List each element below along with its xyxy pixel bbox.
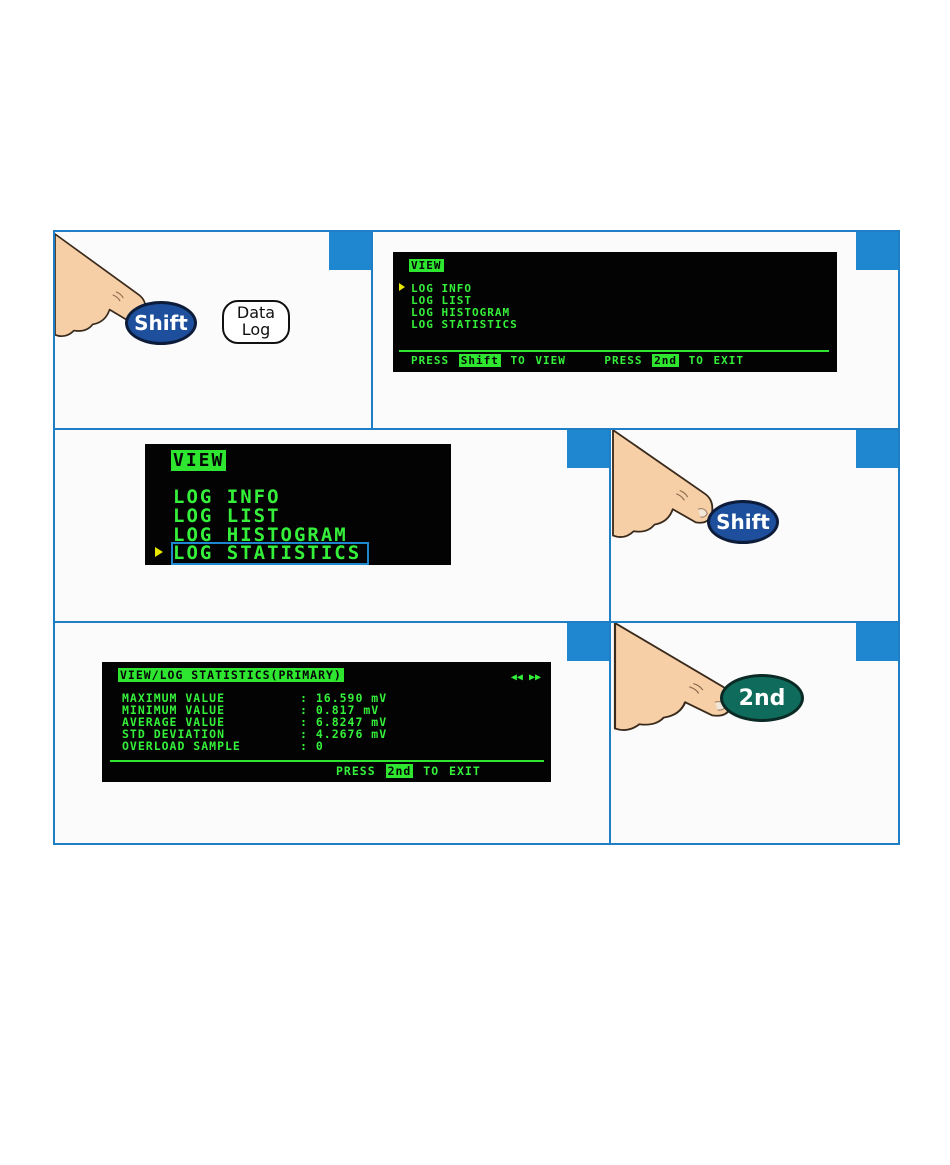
menu-item-log-info: LOG INFO (411, 282, 472, 295)
menu-item-log-list: LOG LIST (411, 294, 472, 307)
stat-value-max: : 16.590 mV (300, 691, 388, 705)
second-function-key[interactable]: 2nd (720, 674, 804, 722)
step-3-tab (567, 430, 609, 468)
step-3-panel: VIEW LOG INFO LOG LIST LOG HISTOGRAM LOG… (55, 430, 611, 623)
screen-title: VIEW/LOG STATISTICS(PRIMARY) (118, 668, 344, 682)
step-6-panel: 2nd (611, 623, 898, 843)
page-arrows-icon: ◀◀ ▶▶ (510, 672, 541, 683)
screen-divider (399, 350, 829, 352)
menu-item-log-histogram: LOG HISTOGRAM (411, 306, 511, 319)
data-log-key-line2: Log (241, 320, 271, 339)
shift-key[interactable]: Shift (707, 500, 779, 544)
step-5-panel: VIEW/LOG STATISTICS(PRIMARY) ◀◀ ▶▶ MAXIM… (55, 623, 611, 843)
stat-value-min: : 0.817 mV (300, 703, 380, 717)
instruction-grid: Shift Data Log VIEW LOG INFO LOG LIST LO… (53, 230, 900, 845)
screen-title: VIEW (171, 450, 227, 471)
menu-item-log-list: LOG LIST (173, 505, 281, 527)
selection-cursor-icon (399, 283, 405, 291)
selection-cursor-icon (155, 547, 163, 557)
step-2-panel: VIEW LOG INFO LOG LIST LOG HISTOGRAM LOG… (373, 232, 898, 430)
screen-title: VIEW (409, 259, 444, 272)
menu-item-log-info: LOG INFO (173, 486, 281, 508)
stat-label-overload: OVERLOAD SAMPLE (122, 739, 241, 753)
screen-footer: PRESS Shift TO VIEW PRESS 2nd TO EXIT (411, 354, 744, 367)
data-log-key[interactable]: Data Log (222, 300, 290, 344)
log-statistics-screen: VIEW/LOG STATISTICS(PRIMARY) ◀◀ ▶▶ MAXIM… (102, 662, 551, 782)
stat-value-std: : 4.2676 mV (300, 727, 388, 741)
step-1-tab (329, 232, 371, 270)
screen-footer: PRESS 2nd TO EXIT (336, 764, 481, 778)
stat-label-min: MINIMUM VALUE (122, 703, 226, 717)
stat-label-std: STD DEVIATION (122, 727, 226, 741)
screen-divider (110, 760, 544, 762)
view-menu-screen: VIEW LOG INFO LOG LIST LOG HISTOGRAM LOG… (393, 252, 837, 372)
view-menu-screen-zoomed: VIEW LOG INFO LOG LIST LOG HISTOGRAM LOG… (145, 444, 451, 565)
menu-item-log-statistics: LOG STATISTICS (170, 542, 370, 565)
menu-item-log-statistics: LOG STATISTICS (411, 318, 518, 331)
stat-label-avg: AVERAGE VALUE (122, 715, 226, 729)
shift-key[interactable]: Shift (125, 301, 197, 345)
pointing-hand-icon (613, 623, 733, 732)
menu-item-log-histogram: LOG HISTOGRAM (173, 524, 348, 546)
stat-label-max: MAXIMUM VALUE (122, 691, 226, 705)
stat-value-avg: : 6.8247 mV (300, 715, 388, 729)
step-4-panel: Shift (611, 430, 898, 623)
step-5-tab (567, 623, 609, 661)
step-1-panel: Shift Data Log (55, 232, 373, 430)
stat-value-overload: : 0 (300, 739, 324, 753)
step-6-tab (856, 623, 898, 661)
step-4-tab (856, 430, 898, 468)
step-2-tab (856, 232, 898, 270)
data-log-key-line1: Data (236, 303, 276, 323)
